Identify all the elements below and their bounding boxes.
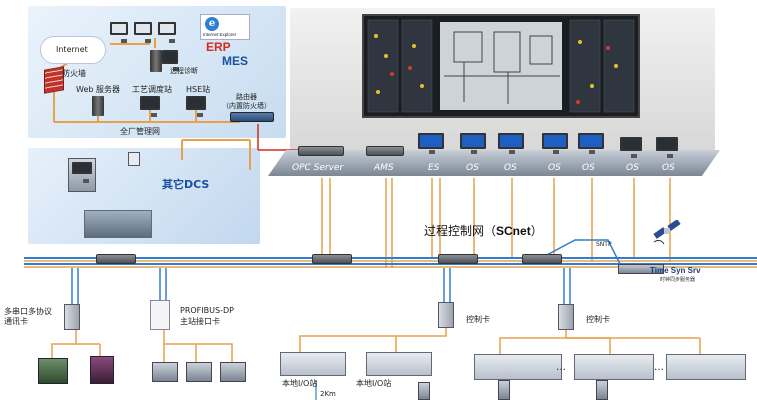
os-laptop-2	[656, 137, 678, 158]
ams-device	[366, 146, 404, 156]
local-io-label-2: 本地I/O站	[356, 379, 392, 388]
internet-label: Internet	[56, 45, 88, 54]
multi-serial-label-1: 多串口多协议	[4, 307, 52, 316]
remote-io-device	[418, 382, 430, 400]
station-label-os-6: OS	[662, 163, 675, 173]
remote-pc-1	[110, 22, 128, 43]
station-label-ams: AMS	[374, 163, 394, 173]
os-monitor-2	[498, 133, 524, 154]
process-station-label: 工艺调度站	[132, 85, 172, 94]
plant-network-label: 全厂管理网	[120, 127, 160, 136]
control-card-label-2: 控制卡	[586, 315, 610, 324]
profibus-module-2	[186, 362, 212, 382]
scnet-switch-1	[96, 254, 136, 264]
profibus-card	[150, 300, 170, 330]
station-label-opc: OPC Server	[292, 163, 344, 173]
scnet-switch-2	[312, 254, 352, 264]
satellite-icon	[650, 219, 684, 248]
mes-label: MES	[222, 54, 249, 68]
remote-pc-3	[158, 22, 176, 43]
io-rack-3	[474, 354, 562, 380]
os-monitor-3	[542, 133, 568, 154]
opc-server-device	[298, 146, 344, 156]
internet-cloud	[40, 36, 106, 64]
web-server-icon	[92, 96, 104, 116]
local-io-label-1: 本地I/O站	[282, 379, 318, 388]
scnet-label-prefix: 过程控制网（	[424, 224, 497, 238]
internet-explorer-icon: e Internet Explorer	[200, 14, 250, 40]
remote-diag-label: 远程诊断	[170, 67, 198, 75]
scnet-label: 过程控制网（SCnet）	[424, 222, 543, 239]
router-icon	[230, 112, 274, 122]
other-dcs-monitor	[72, 162, 92, 183]
other-dcs-rack	[84, 210, 152, 238]
sntp-label: SNTP	[596, 241, 612, 248]
process-station-monitor	[140, 96, 160, 117]
hse-station-label: HSE站	[186, 85, 211, 94]
ellipsis-2: …	[654, 362, 664, 373]
remote-pc-2	[134, 22, 152, 43]
io-rack-4	[574, 354, 654, 380]
scnet-switch-3	[438, 254, 478, 264]
station-label-os-5: OS	[626, 163, 639, 173]
field-device-green	[38, 358, 68, 384]
remote-monitor	[162, 50, 179, 71]
profibus-module-3	[220, 362, 246, 382]
erp-label: ERP	[206, 40, 231, 54]
profibus-module-1	[152, 362, 178, 382]
multi-serial-card	[64, 304, 80, 330]
web-server-label: Web 服务器	[76, 85, 120, 94]
other-dcs-pc	[128, 152, 140, 166]
os-monitor-1	[460, 133, 486, 154]
time-server-device	[618, 264, 664, 274]
field-device-purple	[90, 356, 114, 384]
other-dcs-label: 其它DCS	[162, 178, 210, 191]
scnet-switch-4	[522, 254, 562, 264]
os-monitor-4	[578, 133, 604, 154]
io-module-small-1	[498, 380, 510, 400]
hse-station-monitor	[186, 96, 206, 117]
io-rack-2	[366, 352, 432, 376]
mimic-panel-board	[362, 14, 640, 118]
io-module-small-2	[596, 380, 608, 400]
multi-serial-label-2: 通讯卡	[4, 317, 28, 326]
os-laptop-1	[620, 137, 642, 158]
router-label: 路由器	[236, 93, 257, 101]
profibus-label-2: 主站接口卡	[180, 317, 220, 326]
station-label-es: ES	[428, 163, 440, 173]
distance-label: 2Km	[320, 390, 336, 398]
station-label-os-3: OS	[548, 163, 561, 173]
io-rack-5	[666, 354, 746, 380]
time-server-title: Time Syn Srv	[650, 266, 701, 275]
remote-tower	[150, 50, 162, 72]
control-card-icon-1	[438, 302, 454, 328]
scnet-label-suffix: ）	[530, 224, 543, 238]
station-label-os-4: OS	[582, 163, 595, 173]
control-card-label-1: 控制卡	[466, 315, 490, 324]
control-card-icon-2	[558, 304, 574, 330]
scnet-label-name: SCnet	[496, 224, 531, 238]
time-server-subtitle: 时钟同步服务器	[660, 277, 696, 283]
es-monitor	[418, 133, 444, 154]
firewall-label: 防火墙	[62, 69, 86, 78]
station-label-os-2: OS	[504, 163, 517, 173]
ie-logo-text: Internet Explorer	[203, 32, 237, 37]
profibus-label-1: PROFIBUS-DP	[180, 306, 234, 315]
io-rack-1	[280, 352, 346, 376]
station-label-os-1: OS	[466, 163, 479, 173]
router-sublabel: （内置防火墙）	[222, 102, 271, 110]
ellipsis-1: …	[556, 362, 566, 373]
